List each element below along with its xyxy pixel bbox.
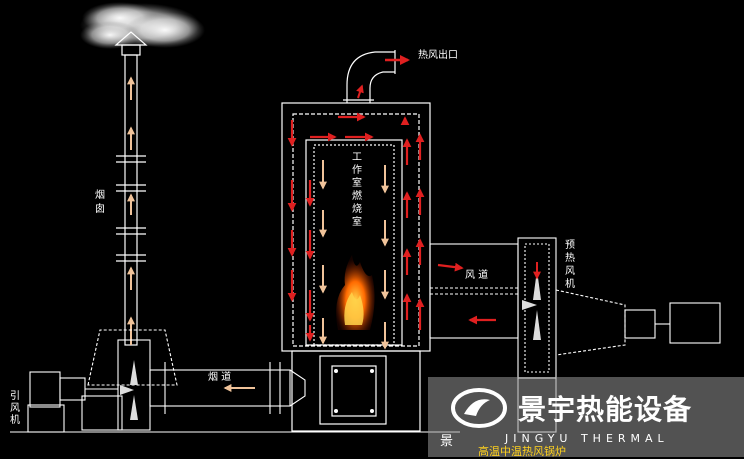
brand-subtitle: 高温中温热风锅炉 (478, 445, 566, 458)
brand-name: 景宇热能设备 (518, 393, 693, 426)
air-duct (429, 243, 519, 339)
chamber-label-char-6: 室 (352, 215, 362, 228)
chamber-label-char-3: 室 (352, 176, 362, 189)
preheat-fan-label-char-3: 风 (565, 265, 575, 277)
flue-label: 烟 道 (208, 370, 231, 383)
induced-fan-label: 引 风 机 (10, 390, 20, 426)
induced-fan-label-char-3: 机 (10, 413, 20, 426)
furnace-door-bolts (334, 369, 374, 413)
preheat-fan-label-char-1: 预 (565, 239, 575, 251)
chamber-label-char-4: 燃 (352, 189, 362, 202)
chamber-label: 工 作 室 燃 烧 室 (352, 152, 362, 228)
chimney-label: 烟 囱 (95, 188, 105, 215)
preheat-fan-blades (522, 270, 541, 340)
air-duct-label: 风 道 (465, 268, 488, 281)
outlet-rise-arrow (356, 84, 364, 99)
chamber-label-char-2: 作 (352, 164, 362, 176)
induced-fan-label-char-1: 引 (10, 390, 20, 402)
induced-fan (27, 329, 178, 433)
flame (336, 255, 375, 330)
duct-arrow-upper (437, 262, 464, 272)
chamber-label-char-1: 工 (352, 152, 362, 163)
chamber-flow-arrows (319, 160, 389, 350)
induced-fan-label-char-2: 风 (10, 402, 20, 414)
furnace-body (281, 102, 431, 432)
induced-fan-blades (120, 360, 138, 420)
brand-logo-icon (451, 388, 507, 428)
preheat-fan-label-char-4: 机 (565, 277, 575, 290)
hot-air-jacket-arrows (287, 112, 425, 342)
preheat-fan-label-char-2: 热 (565, 251, 575, 264)
brand-english: JINGYU THERMAL (505, 432, 669, 445)
smoke-cloud (80, 2, 205, 49)
chamber-label-char-5: 烧 (352, 202, 362, 215)
chimney-label-char-1: 烟 (95, 188, 105, 201)
chimney-label-char-2: 囱 (95, 202, 105, 215)
preheat-fan-label: 预 热 风 机 (565, 239, 575, 290)
hot-air-outlet-label: 热风出口 (418, 48, 458, 61)
hot-air-outlet-pipe (343, 50, 396, 103)
brand-char: 景 (440, 434, 454, 449)
flue-duct (149, 362, 306, 414)
